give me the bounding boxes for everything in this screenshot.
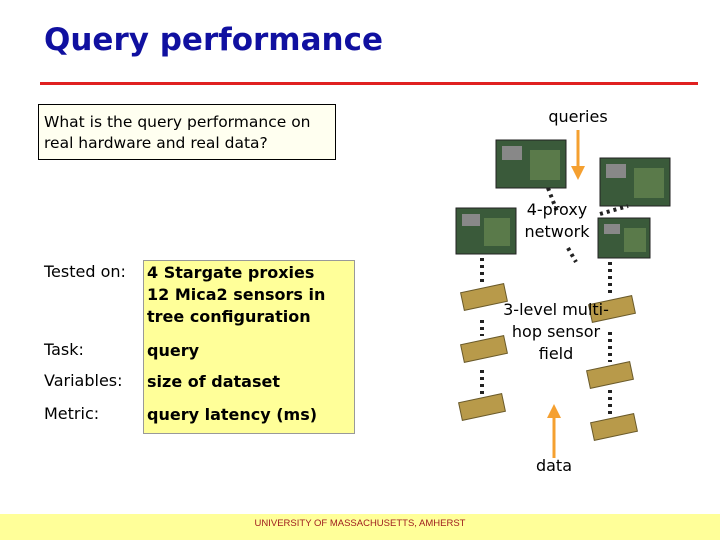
proxy-network-label: 4-proxy network <box>524 200 590 241</box>
tested-on-line-3: tree configuration <box>147 307 311 326</box>
metric-value: query latency (ms) <box>147 405 318 424</box>
footer-bar <box>0 514 720 540</box>
footer-text: UNIVERSITY OF MASSACHUSETTS, AMHERST <box>254 518 466 529</box>
metric-label: Metric: <box>44 404 100 423</box>
queries-arrow <box>571 130 585 180</box>
sensor-field-label: 3-level multi-hop sensor field <box>503 300 609 363</box>
mica2-sensor <box>586 361 634 389</box>
mica2-sensor <box>460 283 508 311</box>
mica2-sensor <box>588 295 636 323</box>
question-box: What is the query performance on real ha… <box>38 104 336 160</box>
variables-label: Variables: <box>44 371 123 390</box>
stargate-board-4 <box>597 217 651 259</box>
data-arrow <box>547 404 561 458</box>
variables-value: size of dataset <box>147 372 280 391</box>
stargate-board-1 <box>495 139 567 189</box>
tested-on-line-1: 4 Stargate proxies <box>147 263 315 282</box>
task-value: query <box>147 341 200 360</box>
task-label: Task: <box>44 340 84 359</box>
title-rule <box>40 82 698 85</box>
setup-highlight-panel <box>143 260 355 434</box>
page-title: Query performance <box>44 22 384 58</box>
data-label: data <box>535 456 573 475</box>
tested-on-line-2: 12 Mica2 sensors in <box>147 285 326 304</box>
stargate-board-2 <box>599 157 671 207</box>
mica2-sensor <box>590 413 638 441</box>
stargate-board-3 <box>455 207 517 255</box>
queries-label: queries <box>548 107 608 126</box>
tested-on-label: Tested on: <box>44 262 126 281</box>
mica2-sensor <box>460 335 508 363</box>
mica2-sensor <box>458 393 506 421</box>
